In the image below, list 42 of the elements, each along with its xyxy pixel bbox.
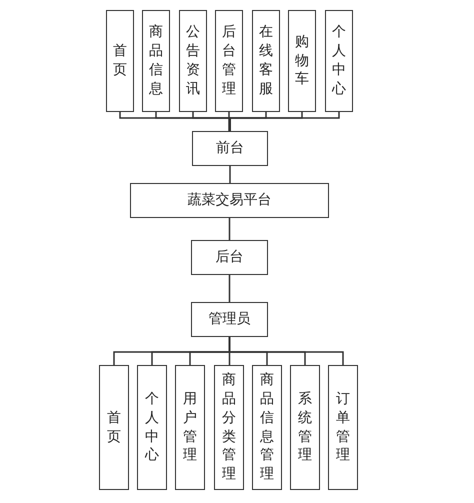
node-label: 蔬菜交易平台	[188, 192, 272, 210]
node-label: 前台	[216, 140, 244, 158]
connector-line	[229, 166, 231, 183]
module-box	[192, 131, 268, 166]
menu-box	[290, 365, 320, 490]
module-box	[191, 240, 268, 275]
node-label: 商品信息管理	[260, 370, 274, 484]
node-label: 首页	[113, 42, 127, 80]
connector-line	[228, 275, 230, 302]
connector-line	[228, 112, 230, 131]
menu-box	[106, 10, 134, 112]
node-label: 商品分类管理	[222, 370, 236, 484]
menu-box	[175, 365, 205, 490]
node-label: 个人中心	[332, 23, 346, 99]
module-box	[191, 302, 268, 337]
node-label: 后台管理	[222, 23, 236, 99]
connector-line	[228, 337, 344, 365]
node-label: 公告资讯	[186, 23, 200, 99]
node-label: 用户管理	[183, 390, 197, 466]
node-label: 后台	[216, 248, 244, 266]
node-label: 系统管理	[298, 390, 312, 466]
menu-box	[252, 365, 282, 490]
node-label: 管理员	[208, 310, 250, 328]
node-label: 个人中心	[145, 390, 159, 466]
menu-box	[179, 10, 207, 112]
menu-box	[142, 10, 170, 112]
menu-box	[99, 365, 129, 490]
node-label: 首页	[107, 408, 121, 446]
connector-line	[229, 112, 340, 131]
node-label: 购物车	[295, 32, 309, 90]
menu-box	[288, 10, 316, 112]
menu-box	[325, 10, 353, 112]
module-box	[130, 183, 329, 218]
menu-box	[215, 10, 243, 112]
node-label: 在线客服	[259, 23, 273, 99]
menu-box	[214, 365, 244, 490]
connector-line	[228, 218, 230, 240]
node-label: 商品信息	[149, 23, 163, 99]
node-label: 订单管理	[336, 390, 350, 466]
menu-box	[252, 10, 280, 112]
menu-box	[137, 365, 167, 490]
menu-box	[328, 365, 358, 490]
